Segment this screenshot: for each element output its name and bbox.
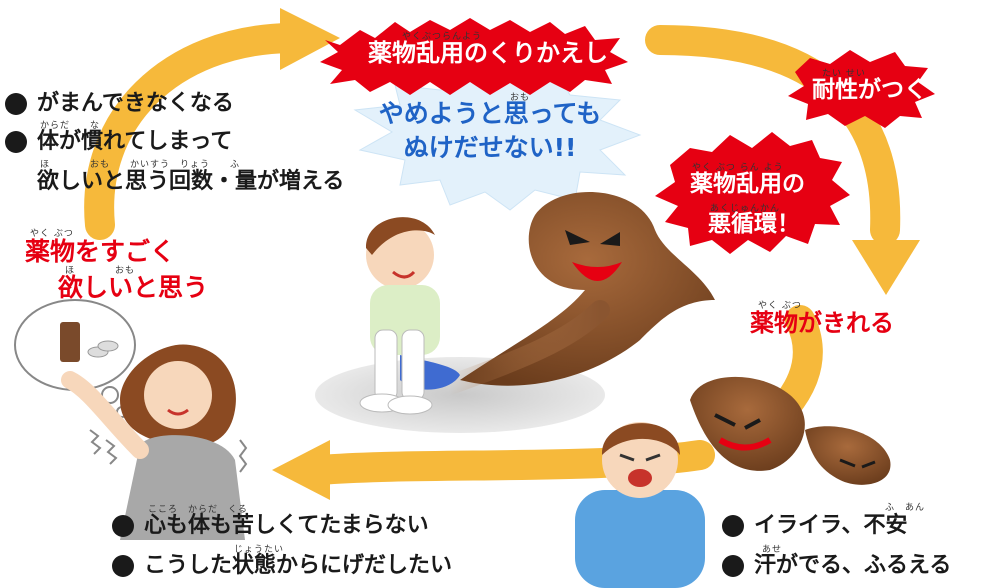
left-list-item-2: 体が慣れてしまって <box>5 129 232 154</box>
arrowhead-top-left <box>280 8 340 70</box>
blue-starburst <box>353 69 642 211</box>
vicious-line2: 悪循環！ <box>708 211 800 237</box>
tolerance-ruby: たい せい <box>822 69 866 79</box>
bottom-list-ruby-1: こころ からだ くる <box>148 505 248 515</box>
ghost-small-2 <box>805 426 891 485</box>
right-list-ruby-2: あせ <box>762 545 783 555</box>
crave-line1-ruby: やく ぶつ <box>30 229 74 239</box>
pill-bottle <box>60 322 80 362</box>
left-list-ruby-2: からだ な <box>40 121 101 131</box>
left-list-ruby-continuation: ほ おも かいすう りょう ふ <box>40 160 241 170</box>
bullet-icon <box>722 515 744 537</box>
vicious-line2-ruby: あくじゅんかん <box>710 204 781 214</box>
bottom-list-item-1: 心も体も苦しくてたまらない <box>112 513 429 538</box>
bullet-icon <box>5 131 27 153</box>
bullet-icon <box>722 555 744 577</box>
woman-craving <box>14 299 248 540</box>
crave-line1: 薬物をすごく <box>25 237 176 266</box>
wears-off-label: 薬物がきれる <box>750 309 894 337</box>
ghost-small-1 <box>690 376 805 471</box>
ghost-large <box>440 192 715 395</box>
cannot-quit-line2: ぬけだせない!! <box>403 133 577 162</box>
bottom-list-item-2: こうした状態からにげだしたい <box>112 553 452 578</box>
vicious-line1: 薬物乱用の <box>690 171 805 197</box>
ghost-eye-right <box>600 232 620 246</box>
tolerance-label: 耐性がつく <box>812 77 927 103</box>
cannot-quit-line1: やめようと思っても <box>378 99 602 128</box>
ghost-mouth <box>572 262 622 281</box>
ghost-eye-left <box>565 230 590 245</box>
arrowhead-bottom <box>272 440 330 500</box>
right-list-ruby-1: ふ あん <box>885 503 926 513</box>
bullet-icon <box>112 515 134 537</box>
arrowhead-right <box>852 240 920 295</box>
bullet-icon <box>112 555 134 577</box>
bottom-list-ruby-2: じょうたい <box>234 545 285 555</box>
left-list-item-1: がまんできなくなる <box>5 91 234 116</box>
bullet-icon <box>5 93 27 115</box>
boy-sitting <box>359 217 460 415</box>
right-list-item-1: イライラ、不安 <box>722 513 908 538</box>
arrow-top-left <box>84 23 305 240</box>
right-list-item-2: 汗がでる、ふるえる <box>722 553 951 578</box>
cannot-quit-ruby: おも <box>510 93 531 103</box>
crave-line2-ruby: ほ おも <box>65 266 136 276</box>
crave-line2: 欲しいと思う <box>58 273 209 302</box>
boy-crying <box>575 422 705 588</box>
left-list-continuation: 欲しいと思う回数・量が増える <box>37 169 345 194</box>
red-burst-tolerance <box>788 50 935 128</box>
title-ruby: やくぶつらんよう <box>402 32 483 42</box>
arrow-heads <box>272 8 920 500</box>
red-burst-vicious <box>655 132 850 254</box>
red-burst-title <box>320 18 628 95</box>
vicious-line1-ruby: やく ぶつ らん よう <box>692 163 784 173</box>
cycle-title: 薬物乱用のくりかえし <box>368 39 608 67</box>
wears-off-ruby: やく ぶつ <box>758 301 802 311</box>
